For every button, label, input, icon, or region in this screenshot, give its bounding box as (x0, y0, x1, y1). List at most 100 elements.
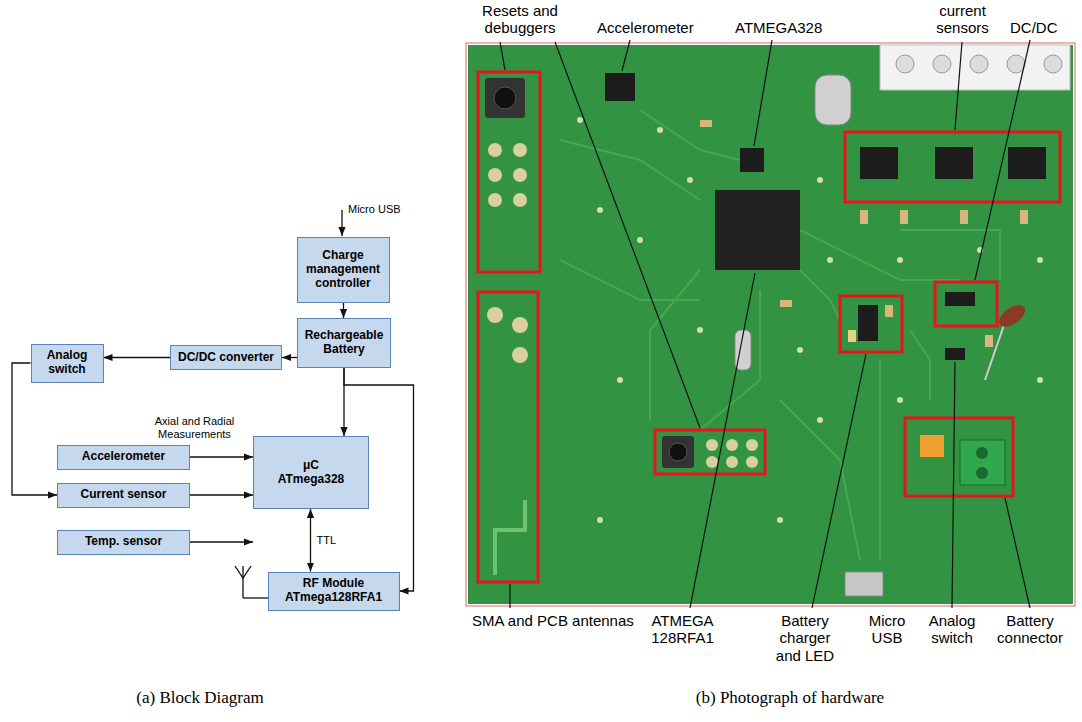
header-pad (488, 168, 502, 182)
smd-part (960, 210, 968, 224)
smd-part (900, 210, 908, 224)
input-arrow (341, 210, 342, 236)
smd-part (848, 330, 856, 342)
callout-label: ATMEGA328 (735, 19, 822, 36)
header-pad (746, 456, 758, 468)
via (577, 117, 1043, 523)
screw-terminal (880, 45, 1070, 90)
input-arrow (342, 210, 343, 236)
via (827, 257, 833, 263)
push-button (494, 87, 516, 109)
highlight-box (840, 296, 902, 352)
connector-arrow (190, 494, 253, 495)
screw-terminal (933, 55, 951, 73)
via (597, 517, 603, 523)
pcb-trace (800, 230, 960, 280)
ic-chip (605, 73, 635, 101)
header-pad (513, 143, 527, 157)
via (697, 327, 703, 333)
callout-label: Analog switch (922, 612, 982, 647)
header-pad (512, 317, 528, 333)
screw-terminal (970, 55, 988, 73)
leader-line (955, 42, 962, 130)
connector-label: Axial and Radial Measurements (142, 415, 247, 441)
block-box: Rechargeable Battery (297, 318, 391, 368)
header-pad (488, 143, 502, 157)
battery-connector (976, 447, 988, 459)
crystal (815, 75, 851, 125)
screw-terminal (1044, 55, 1062, 73)
usb-connector (845, 572, 883, 596)
battery-connector (960, 440, 1005, 485)
block-box: Accelerometer (57, 445, 190, 470)
leader-line (500, 42, 505, 70)
leader-line (975, 40, 1030, 280)
leader-line (500, 40, 1030, 608)
screw-terminal (1007, 55, 1025, 73)
ic-chip (945, 348, 965, 360)
box-label: Current sensor (80, 488, 166, 502)
leader-line (754, 40, 772, 146)
callout-label: Accelerometer (597, 19, 694, 36)
highlight-box (845, 132, 1060, 202)
block-box: Charge management controller (297, 237, 390, 303)
battery-connector (920, 435, 944, 457)
push-button (662, 436, 694, 468)
box-label: Charge management controller (302, 249, 385, 290)
ic-chip (858, 305, 878, 341)
pcb-trace (800, 270, 840, 320)
callout-label: Micro USB (862, 612, 912, 647)
connector-arrow (282, 357, 297, 358)
via (817, 417, 823, 423)
ic-chip (935, 147, 973, 179)
block-box: μC ATmega328 (253, 436, 369, 509)
header-pad (726, 439, 738, 451)
callout-label: Battery connector (990, 612, 1070, 647)
signal-label: Micro USB (348, 203, 401, 216)
crystal (735, 75, 851, 370)
via (777, 517, 783, 523)
header-pad (706, 456, 718, 468)
via (797, 347, 803, 353)
via (897, 257, 903, 263)
box-label: Temp. sensor (85, 535, 162, 549)
smd-part (700, 120, 712, 127)
via (687, 177, 693, 183)
pcb-trace (650, 270, 700, 420)
via (1037, 257, 1043, 263)
ic-chip (715, 190, 800, 270)
header-pad (706, 439, 718, 451)
pcb-trace (780, 400, 860, 560)
pcb-antenna (495, 500, 525, 575)
smd-part (985, 335, 993, 347)
push-button (485, 78, 525, 118)
box-label: Accelerometer (82, 450, 165, 464)
block-box: Analog switch (31, 344, 104, 383)
pcb-trace (700, 290, 760, 430)
pcb-board (466, 43, 1075, 606)
box-label: RF Module ATmega128RFA1 (273, 577, 395, 605)
ic-chip (945, 292, 975, 306)
block-box: Current sensor (57, 483, 190, 508)
callout-label: ATMEGA 128RFA1 (640, 612, 725, 647)
leader-line (1005, 498, 1030, 608)
battery-connector (920, 435, 1005, 485)
pcb-board (468, 45, 1073, 604)
highlight-box (655, 430, 765, 474)
header-pad (746, 439, 758, 451)
callout-label: Battery charger and LED (765, 612, 845, 664)
header-pad (512, 347, 528, 363)
header-pad (488, 193, 502, 207)
pcb-trace (910, 330, 930, 400)
leader-line (812, 354, 866, 608)
connector-arrow (310, 509, 311, 572)
leader-line (555, 42, 700, 428)
highlight-box (478, 72, 1060, 582)
smd-part (885, 305, 893, 317)
screw-terminal (880, 45, 1070, 90)
ic-chip (860, 147, 898, 179)
via (817, 177, 823, 183)
block-box: DC/DC converter (170, 345, 282, 370)
smd-part (1020, 210, 1028, 224)
